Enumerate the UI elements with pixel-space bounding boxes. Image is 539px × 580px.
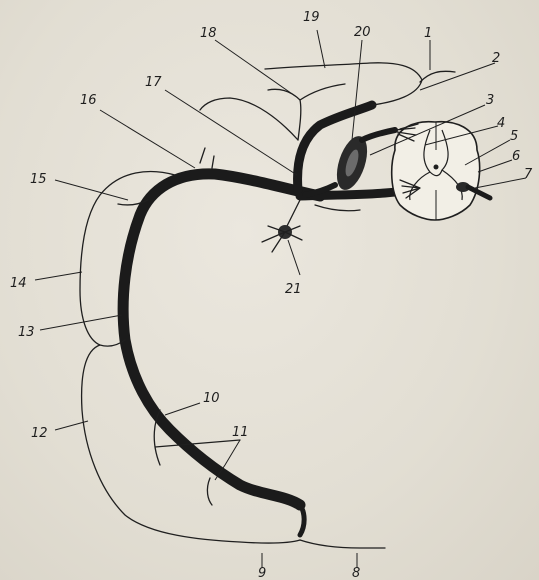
label-13: 13 — [18, 325, 35, 340]
branch-21-stem — [286, 200, 300, 228]
branch-16 — [200, 148, 214, 168]
branch-lower-right — [315, 205, 360, 211]
leader-16 — [100, 110, 195, 168]
leader-20 — [352, 40, 362, 140]
leader-10 — [165, 403, 200, 415]
label-17: 17 — [145, 75, 162, 90]
label-4: 4 — [497, 116, 505, 131]
label-7: 7 — [524, 167, 533, 182]
trunk-lower-taper — [300, 505, 304, 535]
leader-21 — [288, 240, 300, 275]
main-nerve-trunk — [123, 174, 320, 505]
label-12: 12 — [31, 426, 48, 441]
leader-19 — [317, 30, 325, 68]
label-9: 9 — [258, 566, 266, 580]
leader-18 — [215, 40, 298, 98]
label-6: 6 — [512, 149, 520, 164]
label-19: 19 — [303, 10, 320, 25]
leader-2 — [420, 63, 495, 90]
label-14: 14 — [10, 276, 27, 291]
branch-11a — [155, 440, 240, 447]
label-16: 16 — [80, 93, 97, 108]
branch-8 — [300, 540, 385, 548]
label-1: 1 — [424, 26, 432, 41]
label-10: 10 — [203, 391, 220, 406]
label-3: 3 — [486, 93, 494, 108]
leader-13 — [40, 315, 122, 330]
label-21: 21 — [285, 282, 302, 297]
branch-1 — [420, 71, 455, 82]
branch-17 — [200, 98, 298, 140]
label-15: 15 — [30, 172, 47, 187]
branch-18-stem — [298, 100, 301, 140]
label-18: 18 — [200, 26, 217, 41]
label-8: 8 — [352, 566, 360, 580]
label-2: 2 — [492, 51, 500, 66]
label-5: 5 — [510, 129, 518, 144]
dorsal-root — [362, 130, 395, 140]
label-20: 20 — [354, 25, 371, 40]
leader-14 — [35, 272, 82, 280]
leader-12 — [55, 421, 88, 430]
leader-15 — [55, 180, 128, 200]
leader-7 — [475, 178, 526, 188]
leader-6 — [478, 160, 512, 172]
branch-18 — [268, 84, 345, 100]
branch-11b — [207, 478, 212, 505]
label-11: 11 — [232, 425, 249, 440]
